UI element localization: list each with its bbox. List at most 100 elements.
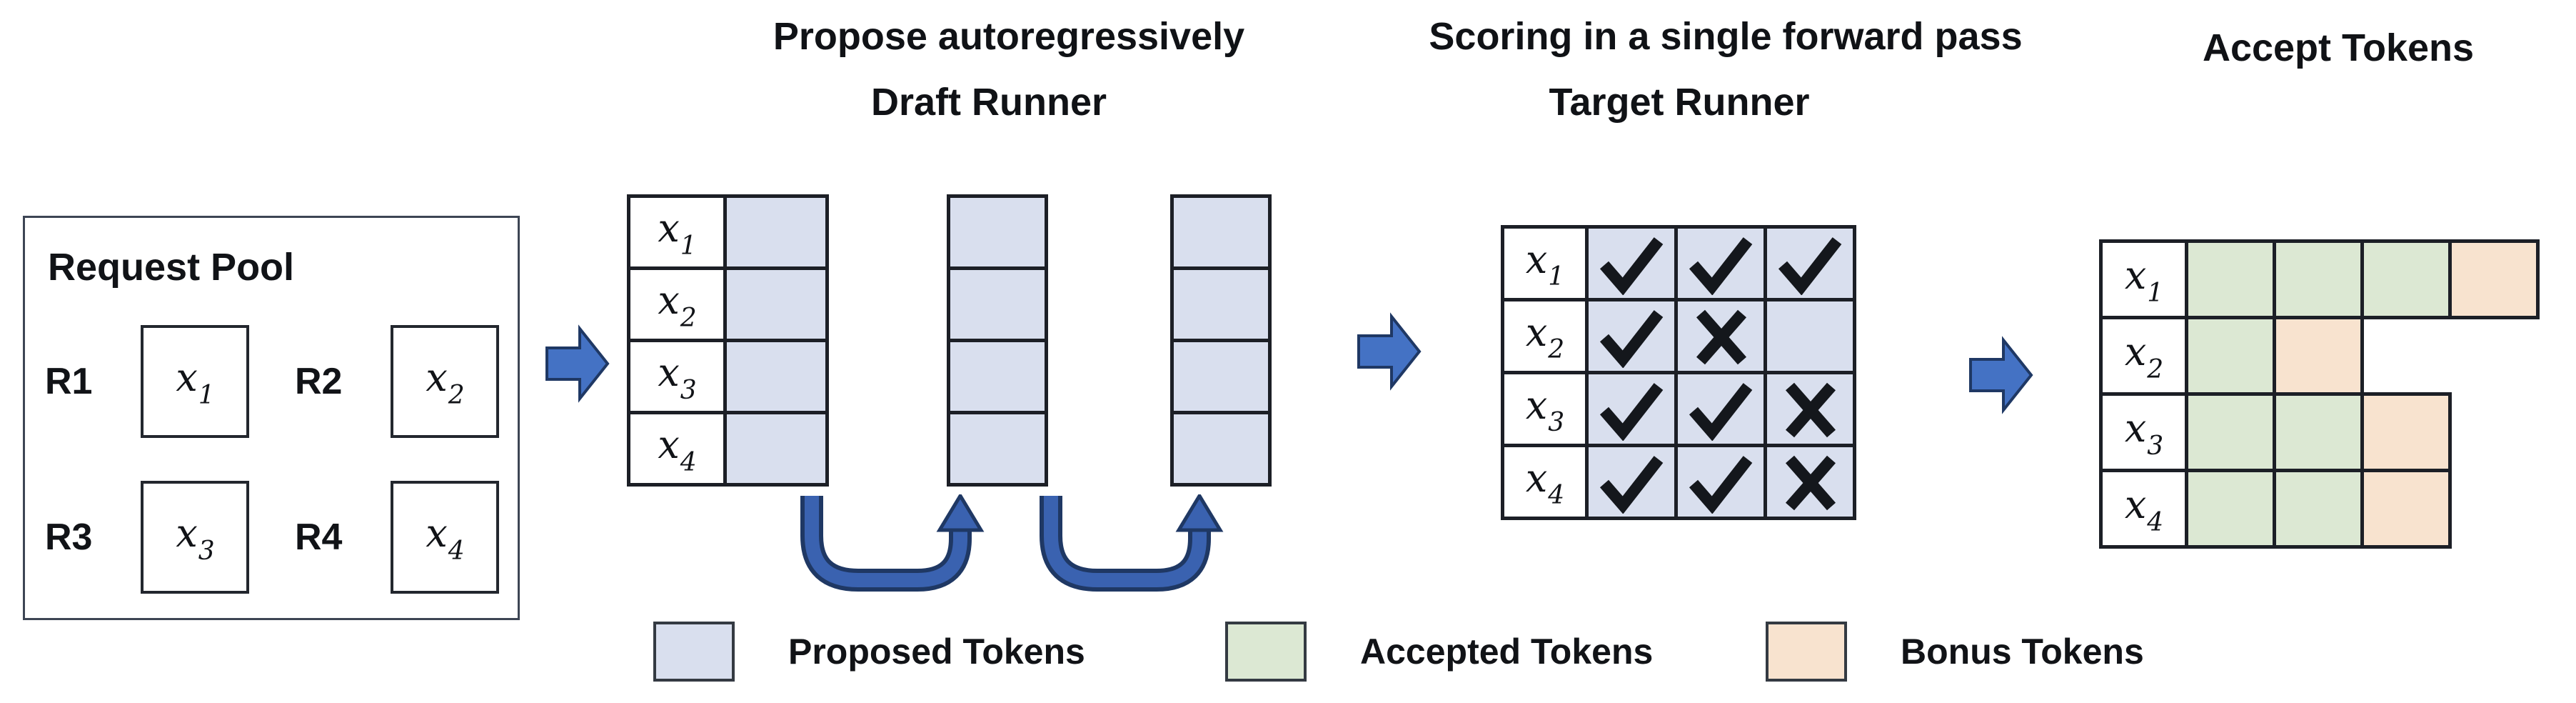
- draft-row: x3: [627, 339, 829, 414]
- request-id-label: R4: [295, 517, 343, 558]
- bonus-color-swatch: [1766, 622, 1847, 682]
- accepted-token-cell: [2185, 392, 2276, 472]
- accepted-token-cell: [2273, 392, 2364, 472]
- accepted-token-cell: [2273, 239, 2364, 319]
- scored-token-cell: [1764, 298, 1856, 374]
- proposed-token-cell: [1170, 339, 1272, 414]
- request-item: R1 x1: [45, 325, 249, 438]
- check-mark-icon: [1599, 382, 1664, 441]
- legend-label: Accepted Tokens: [1360, 632, 1654, 672]
- draft-row: [947, 339, 1048, 414]
- cross-mark-icon: [1785, 382, 1836, 437]
- token-label-cell: x1: [627, 194, 727, 270]
- scored-token-cell: [1585, 371, 1678, 447]
- legend-item-proposed: Proposed Tokens: [653, 622, 1085, 682]
- scored-token-cell: [1674, 225, 1767, 301]
- scored-token-cell: [1585, 298, 1678, 374]
- proposed-token-cell: [723, 411, 829, 487]
- request-pool-row: R3 x3 R4 x4: [45, 481, 499, 594]
- token-label: x4: [426, 511, 465, 566]
- legend-item-bonus: Bonus Tokens: [1766, 622, 2144, 682]
- token-label: x1: [2124, 253, 2164, 308]
- draft-row: [1170, 339, 1272, 414]
- proposed-token-cell: [947, 194, 1048, 270]
- request-token-box: x3: [141, 481, 249, 594]
- token-label-cell: x4: [627, 411, 727, 487]
- request-token-box: x4: [391, 481, 499, 594]
- scoring-row: x2: [1501, 298, 1856, 374]
- target-runner-scoring-grid: x1 x2 x3 x4: [1501, 225, 1856, 520]
- token-label: x4: [658, 422, 697, 477]
- scoring-row: x3: [1501, 371, 1856, 447]
- request-token-box: x1: [141, 325, 249, 438]
- token-label: x3: [1525, 382, 1565, 438]
- token-label: x4: [1525, 455, 1565, 511]
- request-id-label: R2: [295, 361, 343, 402]
- flow-arrow-icon: [1969, 336, 2033, 414]
- accepted-row: x1: [2099, 239, 2540, 319]
- scored-token-cell: [1674, 444, 1767, 520]
- token-label-cell: x3: [627, 339, 727, 414]
- accept-tokens-grid: x1 x2 x3 x4: [2099, 239, 2540, 549]
- check-mark-icon: [1599, 309, 1664, 368]
- bonus-token-cell: [2273, 316, 2364, 396]
- check-mark-icon: [1689, 382, 1753, 441]
- scored-token-cell: [1585, 225, 1678, 301]
- token-label: x2: [1525, 309, 1565, 365]
- draft-row: [1170, 266, 1272, 342]
- bonus-token-cell: [2360, 469, 2452, 549]
- request-id-label: R3: [45, 517, 93, 558]
- token-label: x3: [2124, 406, 2164, 461]
- autoregressive-loop-arrows: [800, 494, 1224, 592]
- target-runner-title: Target Runner: [1549, 81, 1810, 124]
- accepted-token-cell: [2185, 239, 2276, 319]
- draft-row: [1170, 194, 1272, 270]
- proposed-token-cell: [947, 411, 1048, 487]
- token-label: x1: [176, 355, 215, 410]
- scoring-row: x4: [1501, 444, 1856, 520]
- proposed-token-cell: [1170, 194, 1272, 270]
- request-item: R4 x4: [295, 481, 499, 594]
- token-label-cell: x2: [2099, 316, 2188, 396]
- proposed-token-cell: [723, 339, 829, 414]
- proposed-color-swatch: [653, 622, 735, 682]
- token-label-cell: x2: [1501, 298, 1589, 374]
- propose-autoregressively-title: Propose autoregressively: [773, 15, 1245, 58]
- draft-row: x1: [627, 194, 829, 270]
- token-label-cell: x3: [2099, 392, 2188, 472]
- draft-runner-step-column: [1170, 194, 1272, 487]
- proposed-token-cell: [723, 266, 829, 342]
- flow-arrow-icon: [1357, 312, 1422, 391]
- check-mark-icon: [1689, 455, 1753, 514]
- token-label: x2: [2124, 329, 2164, 384]
- scored-token-cell: [1674, 298, 1767, 374]
- cross-mark-icon: [1696, 309, 1747, 364]
- token-label: x1: [1525, 236, 1565, 292]
- draft-row: x2: [627, 266, 829, 342]
- loop-arrow-icon: [800, 494, 985, 592]
- bonus-token-cell: [2360, 392, 2452, 472]
- check-mark-icon: [1599, 236, 1664, 295]
- legend-label: Bonus Tokens: [1901, 632, 2144, 672]
- accepted-token-cell: [2185, 469, 2276, 549]
- proposed-token-cell: [1170, 266, 1272, 342]
- draft-row: [947, 194, 1048, 270]
- accepted-row: x2: [2099, 316, 2540, 396]
- draft-runner-title: Draft Runner: [870, 81, 1107, 124]
- check-mark-icon: [1599, 455, 1664, 514]
- accept-tokens-title: Accept Tokens: [2202, 26, 2475, 69]
- token-label: x1: [658, 206, 697, 261]
- token-label: x4: [2124, 482, 2164, 537]
- request-id-label: R1: [45, 361, 93, 402]
- cross-mark-icon: [1785, 455, 1836, 510]
- draft-runner-step-column: [947, 194, 1048, 487]
- draft-row: x4: [627, 411, 829, 487]
- scoring-single-pass-title: Scoring in a single forward pass: [1429, 15, 2023, 58]
- scoring-row: x1: [1501, 225, 1856, 301]
- legend-item-accepted: Accepted Tokens: [1225, 622, 1653, 682]
- accepted-token-cell: [2273, 469, 2364, 549]
- token-label-cell: x3: [1501, 371, 1589, 447]
